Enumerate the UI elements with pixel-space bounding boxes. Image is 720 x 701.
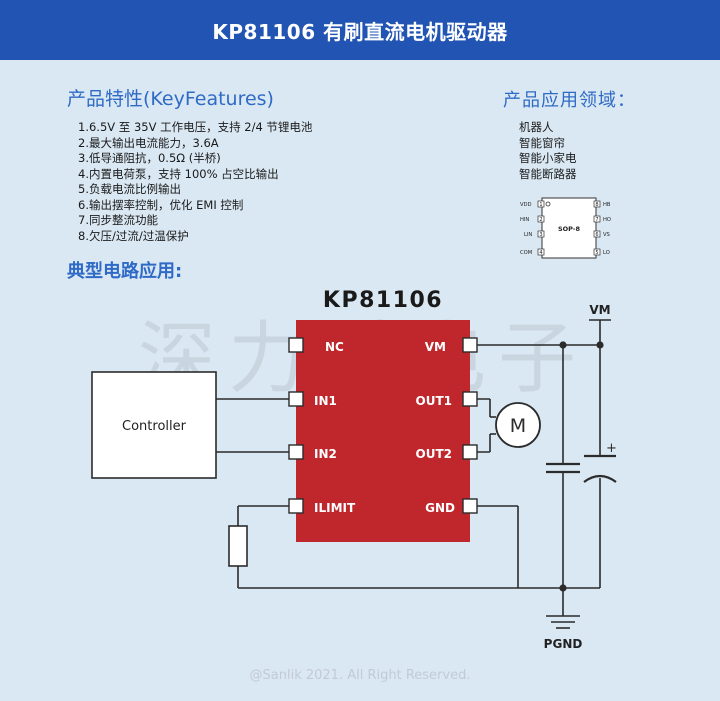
package-pin-vdd: VDD 1	[520, 200, 545, 208]
svg-text:HB: HB	[603, 202, 611, 208]
package-pin-ho: 7 HO	[593, 215, 611, 223]
package-pin-hb: 8 HB	[593, 200, 611, 208]
svg-text:8: 8	[595, 202, 598, 208]
svg-text:IN2: IN2	[314, 447, 337, 461]
svg-text:HO: HO	[603, 217, 611, 223]
chip-pin-vm: VM	[425, 337, 478, 354]
pgnd-label: PGND	[544, 637, 583, 651]
svg-text:NC: NC	[325, 340, 344, 354]
motor-symbol	[495, 402, 541, 448]
junction-dot	[559, 584, 567, 592]
svg-text:ILIMIT: ILIMIT	[314, 501, 356, 515]
svg-text:5: 5	[595, 250, 598, 256]
features-heading: 产品特性(KeyFeatures)	[67, 88, 274, 110]
svg-text:IN1: IN1	[314, 394, 337, 408]
chip-pin-in1: IN1	[288, 391, 337, 408]
pin1-marker	[545, 201, 551, 207]
feature-item: 8.欠压/过流/过温保护	[78, 228, 189, 243]
package-pin-hin: HIN 2	[520, 215, 545, 223]
motor-label: M	[510, 415, 526, 437]
feature-item: 4.内置电荷泵，支持 100% 占空比输出	[78, 166, 279, 181]
feature-item: 6.输出摆率控制，优化 EMI 控制	[78, 197, 244, 212]
svg-text:GND: GND	[425, 501, 455, 515]
svg-text:4: 4	[539, 250, 542, 256]
chip-pin-gnd: GND	[425, 498, 478, 515]
sop8-package-diagram: SOP-8 VDD 1 HIN 2 LIN 3 COM 4 8 HB 7 HO …	[520, 197, 611, 259]
package-body	[541, 197, 597, 259]
feature-list: 1.6.5V 至 35V 工作电压，支持 2/4 节锂电池 2.最大输出电流能力…	[78, 120, 312, 244]
chip-body	[296, 320, 470, 542]
application-list: 机器人 智能窗帘 智能小家电 智能断路器	[519, 120, 577, 182]
svg-text:7: 7	[595, 217, 598, 223]
package-pin-com: COM 4	[520, 248, 545, 256]
chip-name: KP81106	[323, 288, 443, 313]
chip-pin-out2: OUT2	[416, 444, 478, 461]
feature-item: 1.6.5V 至 35V 工作电压，支持 2/4 节锂电池	[78, 120, 313, 134]
svg-text:6: 6	[595, 232, 598, 238]
application-item: 智能小家电	[519, 151, 577, 165]
applications-heading: 产品应用领域：	[503, 90, 636, 111]
package-name: SOP-8	[558, 225, 581, 233]
package-pin-lo: 5 LO	[593, 248, 610, 256]
svg-text:VDD: VDD	[520, 202, 532, 208]
svg-text:LO: LO	[603, 250, 610, 256]
electrolytic-capacitor	[583, 454, 617, 483]
junction-dot	[559, 341, 567, 349]
svg-text:2: 2	[539, 217, 542, 223]
feature-item: 5.负载电流比例输出	[78, 182, 181, 196]
capacitor-plus-label: +	[606, 441, 617, 456]
svg-text:OUT2: OUT2	[416, 447, 452, 461]
copyright-footer: @Sanlik 2021. All Right Reserved.	[249, 668, 471, 683]
circuit-wires	[216, 319, 611, 629]
package-pin-vs: 6 VS	[593, 230, 610, 238]
controller-block	[91, 371, 217, 479]
current-limit-resistor	[228, 525, 248, 567]
feature-item: 2.最大输出电流能力，3.6A	[78, 135, 219, 150]
svg-text:HIN: HIN	[520, 217, 529, 223]
svg-text:1: 1	[539, 202, 542, 208]
svg-text:LIN: LIN	[524, 232, 532, 238]
svg-text:COM: COM	[520, 250, 532, 256]
svg-text:3: 3	[539, 232, 542, 238]
svg-text:OUT1: OUT1	[416, 394, 452, 408]
title-banner: KP81106 有刷直流电机驱动器	[0, 0, 720, 60]
vm-rail-label: VM	[589, 303, 610, 317]
chip-pin-in2: IN2	[288, 444, 337, 461]
controller-label: Controller	[122, 419, 187, 434]
svg-text:VM: VM	[425, 340, 446, 354]
chip-pin-out1: OUT1	[416, 391, 478, 408]
application-item: 机器人	[519, 120, 554, 134]
package-pin-lin: LIN 3	[524, 230, 545, 238]
chip-pin-nc: NC	[288, 337, 344, 354]
application-item: 智能窗帘	[519, 135, 565, 150]
banner-title: KP81106 有刷直流电机驱动器	[212, 19, 508, 44]
feature-item: 3.低导通阻抗，0.5Ω (半桥)	[78, 151, 221, 165]
feature-item: 7.同步整流功能	[78, 213, 158, 227]
svg-text:VS: VS	[603, 232, 610, 238]
capacitor	[546, 462, 580, 474]
chip-pin-ilimit: ILIMIT	[288, 498, 356, 515]
circuit-heading: 典型电路应用:	[67, 261, 183, 282]
junction-dot	[596, 341, 604, 349]
application-item: 智能断路器	[519, 166, 577, 181]
